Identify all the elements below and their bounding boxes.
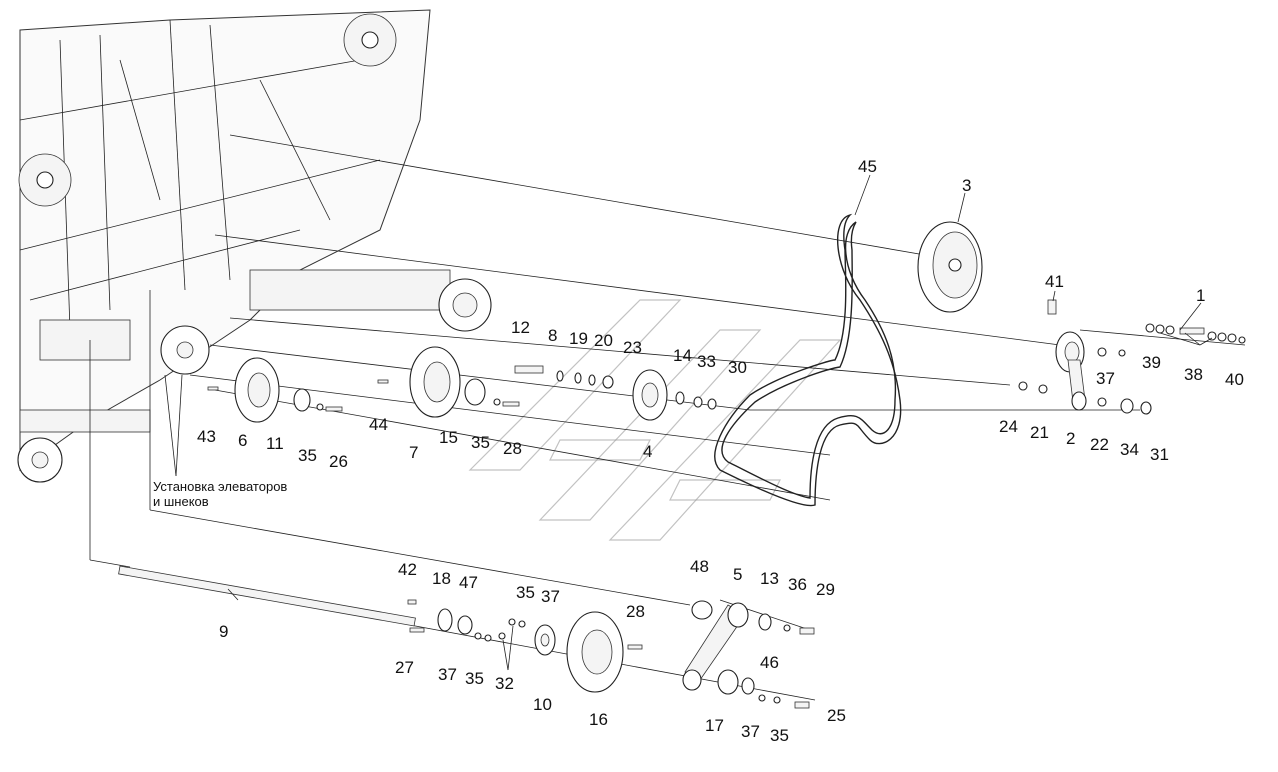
callout-37d: 37 <box>741 722 760 741</box>
callout-35d: 35 <box>465 669 484 688</box>
parts-lower <box>407 599 815 709</box>
parts-upper <box>118 221 1246 627</box>
callout-8: 8 <box>548 326 557 345</box>
callout-18: 18 <box>432 569 451 588</box>
callout-21: 21 <box>1030 423 1049 442</box>
callout-23: 23 <box>623 338 642 357</box>
callout-35e: 35 <box>770 726 789 745</box>
callout-46: 46 <box>760 653 779 672</box>
callout-34: 34 <box>1120 440 1139 459</box>
callout-22: 22 <box>1090 435 1109 454</box>
callout-44: 44 <box>369 415 388 434</box>
callout-16: 16 <box>589 710 608 729</box>
callout-11: 11 <box>266 434 284 453</box>
callout-38: 38 <box>1184 365 1203 384</box>
callout-17: 17 <box>705 716 724 735</box>
callout-35b: 35 <box>471 433 490 452</box>
callout-33: 33 <box>697 352 716 371</box>
callout-2: 2 <box>1066 429 1075 448</box>
leader-lines <box>164 174 1213 671</box>
callout-35a: 35 <box>298 446 317 465</box>
callout-labels: 1 2 3 4 5 6 7 8 9 10 11 12 13 14 15 16 1… <box>197 157 1244 745</box>
callout-7: 7 <box>409 443 418 462</box>
callout-12: 12 <box>511 318 530 337</box>
callout-37a: 37 <box>1096 369 1115 388</box>
callout-3: 3 <box>962 176 971 195</box>
callout-32: 32 <box>495 674 514 693</box>
callout-25: 25 <box>827 706 846 725</box>
callout-14: 14 <box>673 346 692 365</box>
callout-5: 5 <box>733 565 742 584</box>
callout-36: 36 <box>788 575 807 594</box>
callout-6: 6 <box>238 431 247 450</box>
callout-10: 10 <box>533 695 552 714</box>
callout-27: 27 <box>395 658 414 677</box>
callout-30: 30 <box>728 358 747 377</box>
callout-42: 42 <box>398 560 417 579</box>
callout-20: 20 <box>594 331 613 350</box>
callout-45: 45 <box>858 157 877 176</box>
callout-35c: 35 <box>516 583 535 602</box>
callout-37c: 37 <box>438 665 457 684</box>
installation-note: Установка элеваторов и шнеков <box>153 479 287 509</box>
callout-28a: 28 <box>503 439 522 458</box>
note-line-2: и шнеков <box>153 494 209 509</box>
belt-45-inner <box>721 221 897 499</box>
callout-28b: 28 <box>626 602 645 621</box>
callout-19: 19 <box>569 329 588 348</box>
machine-frame <box>17 9 492 483</box>
callout-47: 47 <box>459 573 478 592</box>
callout-15: 15 <box>439 428 458 447</box>
belt-45 <box>714 213 902 507</box>
callout-41: 41 <box>1045 272 1064 291</box>
callout-31: 31 <box>1150 445 1169 464</box>
callout-43: 43 <box>197 427 216 446</box>
callout-48: 48 <box>690 557 709 576</box>
callout-4: 4 <box>643 442 652 461</box>
callout-39: 39 <box>1142 353 1161 372</box>
callout-24: 24 <box>999 417 1018 436</box>
callout-9: 9 <box>219 622 228 641</box>
callout-1: 1 <box>1196 286 1205 305</box>
callout-26: 26 <box>329 452 348 471</box>
callout-37b: 37 <box>541 587 560 606</box>
callout-29: 29 <box>816 580 835 599</box>
callout-40: 40 <box>1225 370 1244 389</box>
note-line-1: Установка элеваторов <box>153 479 287 494</box>
callout-13: 13 <box>760 569 779 588</box>
